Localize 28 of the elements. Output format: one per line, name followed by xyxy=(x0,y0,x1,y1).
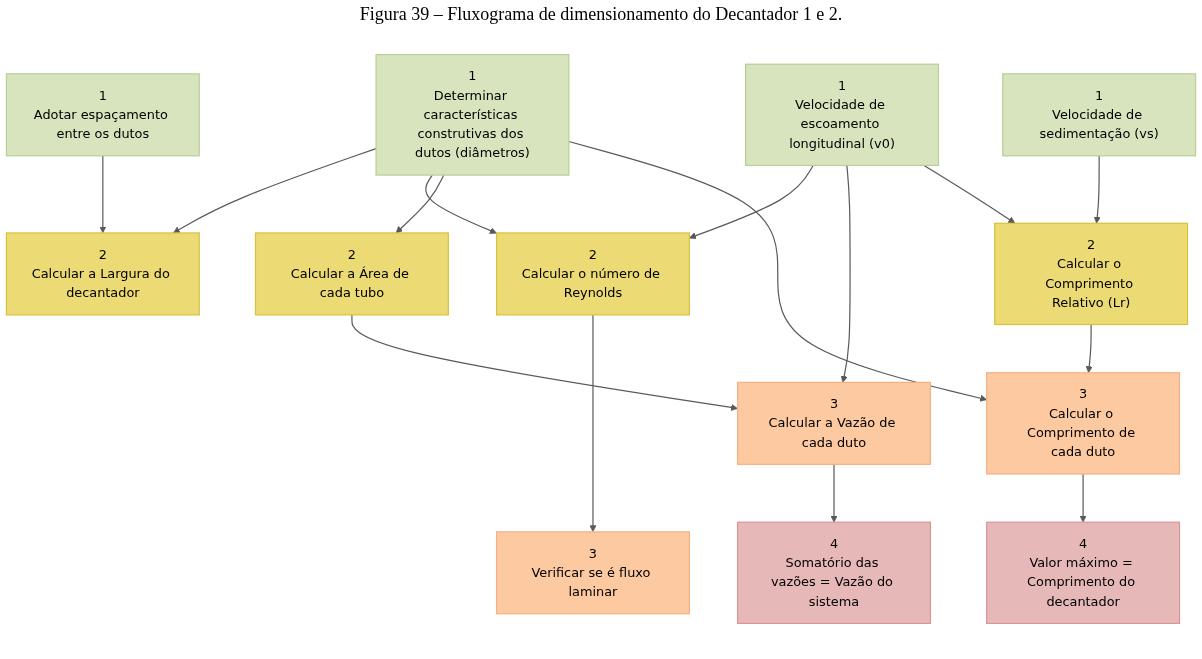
arrow xyxy=(1085,323,1093,374)
node-box: 2 Calcular o Comprimento Relativo (Lr) xyxy=(994,222,1189,326)
arrow xyxy=(99,155,107,234)
node-box: 2 Calcular a Área de cada tubo xyxy=(254,232,449,316)
node-box: 3 Calcular o Comprimento de cada duto xyxy=(986,372,1181,475)
arrow xyxy=(589,314,597,533)
arrow xyxy=(351,314,738,411)
node-box: 2 Calcular o número de Reynolds xyxy=(495,232,690,316)
node-box: 4 Somatório das vazões = Vazão do sistema xyxy=(737,521,932,625)
node-box: 3 Verificar se é fluxo laminar xyxy=(495,531,690,615)
arrow xyxy=(830,463,838,523)
node-box: 3 Calcular a Vazão de cada duto xyxy=(737,381,932,465)
node-box: 1 Velocidade de sedimentação (vs) xyxy=(1002,73,1197,157)
arrow xyxy=(1079,473,1087,523)
arrow xyxy=(689,164,814,240)
arrow xyxy=(840,164,851,383)
figure-title: Figura 39 – Fluxograma de dimensionamento do Decantador 1 e 2. xyxy=(358,4,844,25)
node-box: 1 Velocidade de escoamento longitudinal (v0) xyxy=(745,63,940,167)
arrow xyxy=(395,174,445,234)
arrow xyxy=(568,140,987,402)
arrow xyxy=(425,174,497,234)
arrow xyxy=(923,164,1016,224)
node-box: 4 Valor máximo = Comprimento do decantador xyxy=(986,521,1181,625)
arrow xyxy=(173,147,377,234)
node-box: 1 Adotar espaçamento entre os dutos xyxy=(5,73,200,157)
arrow xyxy=(1093,155,1101,224)
node-box: 2 Calcular a Largura do decantador xyxy=(5,232,200,316)
node-box: 1 Determinar características construtivas dos dutos (diâmetros) xyxy=(375,53,570,176)
